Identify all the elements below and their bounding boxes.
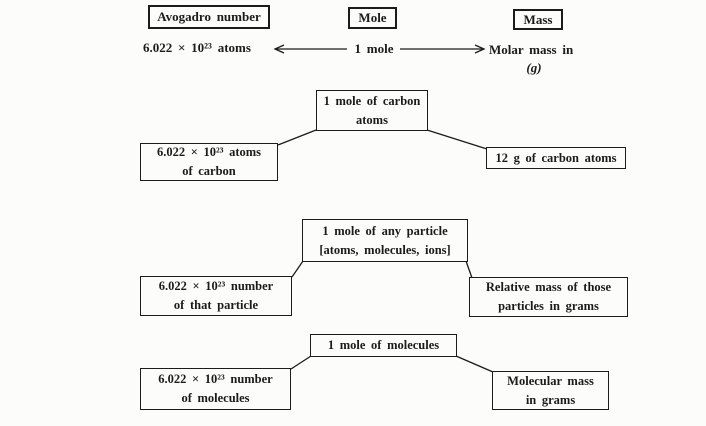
box-line: in grams bbox=[525, 392, 576, 407]
arrow-right-icon bbox=[400, 44, 486, 54]
box-line: Molecular mass bbox=[507, 373, 594, 388]
molecular-mass-box: Molecular mass in grams bbox=[492, 371, 609, 410]
box-line: 6.022 × 10²³ number bbox=[158, 279, 274, 294]
connector-line bbox=[277, 129, 317, 146]
number-of-molecules-box: 6.022 × 10²³ number of molecules bbox=[140, 368, 291, 410]
avogadro-count-text: 6.022 × 10²³ atoms bbox=[143, 40, 251, 55]
box-line: of that particle bbox=[173, 298, 259, 312]
connector-line bbox=[290, 355, 312, 370]
box-line: of carbon bbox=[182, 164, 236, 178]
header-box-avogadro-number: Avogadro number bbox=[148, 5, 270, 29]
connector-line bbox=[291, 260, 304, 278]
relative-mass-box: Relative mass of those particles in gram… bbox=[469, 277, 628, 317]
box-line: 1 mole of molecules bbox=[327, 338, 440, 353]
box-line: 1 mole of any particle bbox=[322, 223, 448, 238]
gram-unit-text: (g) bbox=[526, 60, 542, 75]
grams-of-carbon-box: 12 g of carbon atoms bbox=[486, 147, 626, 169]
box-line: Relative mass of those bbox=[485, 280, 612, 295]
header-box-mass: Mass bbox=[513, 9, 563, 30]
molar-mass-text: Molar mass in bbox=[489, 42, 574, 57]
one-mole-label: 1 mole bbox=[354, 41, 394, 56]
header-label: Mass bbox=[523, 11, 553, 27]
header-box-mole: Mole bbox=[348, 7, 397, 29]
connector-line bbox=[426, 129, 488, 150]
mole-of-molecules-box: 1 mole of molecules bbox=[310, 334, 457, 357]
box-line: of molecules bbox=[181, 391, 250, 405]
box-line: [atoms, molecules, ions] bbox=[319, 242, 451, 257]
box-line: 6.022 × 10²³ atoms bbox=[156, 145, 262, 160]
connector-line bbox=[455, 355, 494, 373]
arrow-left-icon bbox=[273, 44, 347, 54]
header-label: Avogadro number bbox=[157, 9, 261, 25]
box-line: atoms bbox=[356, 112, 388, 127]
number-of-that-particle-box: 6.022 × 10²³ number of that particle bbox=[140, 276, 292, 316]
mole-of-carbon-box: 1 mole of carbon atoms bbox=[316, 90, 428, 131]
mole-of-any-particle-box: 1 mole of any particle [atoms, molecules… bbox=[302, 219, 468, 262]
connector-line bbox=[465, 260, 473, 279]
box-line: 12 g of carbon atoms bbox=[495, 150, 617, 165]
atoms-of-carbon-box: 6.022 × 10²³ atoms of carbon bbox=[140, 143, 278, 181]
box-line: particles in grams bbox=[498, 299, 599, 313]
box-line: 6.022 × 10²³ number bbox=[158, 372, 273, 387]
header-label: Mole bbox=[358, 10, 387, 26]
box-line: 1 mole of carbon bbox=[323, 93, 421, 108]
